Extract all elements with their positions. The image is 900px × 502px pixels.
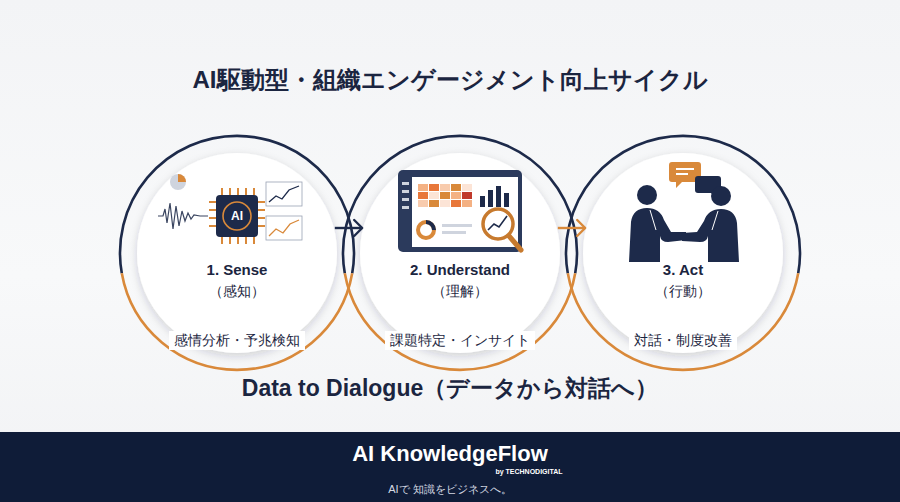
- cycle-ring: [120, 136, 800, 370]
- brand-tagline: AIで 知識をビジネスへ。: [388, 483, 511, 496]
- step-description: 課題特定・インサイト: [385, 331, 535, 350]
- diagram-caption: Data to Dialogue（データから対話へ）: [242, 375, 658, 403]
- waveform: [158, 203, 208, 229]
- cycle-step-circle: 3. Act （行動） 対話・制度改善: [583, 153, 783, 353]
- cycle-step-circle: 2. Understand （理解） 課題特定・インサイト: [360, 153, 560, 353]
- step-heading: 2. Understand: [410, 261, 510, 279]
- step-description: 対話・制度改善: [629, 331, 737, 350]
- ai-chip-icon: [209, 188, 265, 244]
- step-subheading: （感知）: [209, 283, 265, 300]
- mini-chart: [266, 182, 302, 240]
- flow-arrow: [558, 220, 585, 236]
- step-heading: 1. Sense: [207, 261, 268, 279]
- pie-chart: [170, 174, 186, 190]
- handshake-icon: [629, 162, 739, 262]
- step-heading: 3. Act: [663, 261, 703, 279]
- step-description: 感情分析・予兆検知: [169, 331, 305, 350]
- step-subheading: （理解）: [432, 283, 488, 300]
- arrow-line: [558, 227, 585, 229]
- cycle-step-circle: 1. Sense （感知） 感情分析・予兆検知: [137, 153, 337, 353]
- step-subheading: （行動）: [655, 283, 711, 300]
- dashboard-icon: [398, 170, 522, 252]
- arrow-head: [577, 220, 585, 236]
- brand-byline: by TECHNODIGITAL: [495, 468, 562, 476]
- arrow-line: [335, 227, 362, 229]
- flow-arrow: [335, 220, 362, 236]
- disc: [137, 153, 783, 353]
- arrow-head: [354, 220, 362, 236]
- brand-name: AI KnowledgeFlow: [352, 441, 548, 467]
- chip-text: AI: [231, 209, 243, 223]
- diagram-title: AI駆動型・組織エンゲージメント向上サイクル: [193, 66, 708, 95]
